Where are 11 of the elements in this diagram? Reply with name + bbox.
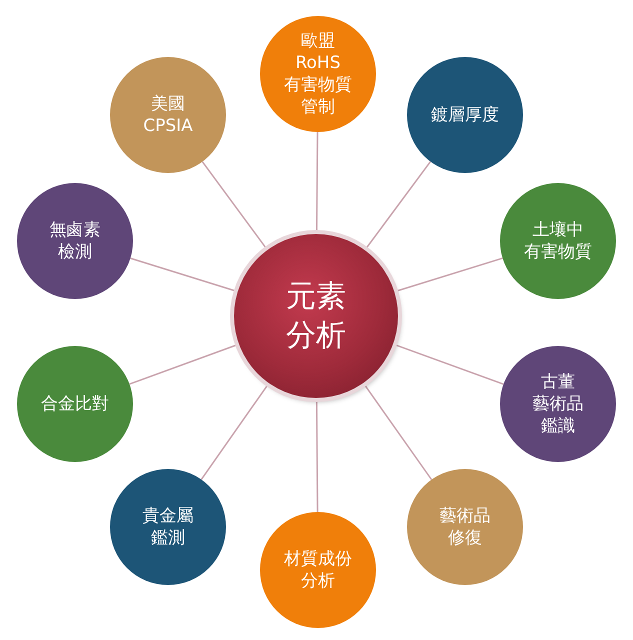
node-label: 古董藝術品鑑識 bbox=[532, 370, 584, 438]
node-label: 土壤中有害物質 bbox=[524, 218, 592, 264]
node-label: 材質成份分析 bbox=[284, 548, 352, 592]
node-label: 歐盟RoHS有害物質管制 bbox=[284, 30, 352, 118]
node-label: 元素分析 bbox=[286, 278, 346, 355]
node-label: 藝術品修復 bbox=[440, 504, 490, 550]
node-label: 無鹵素檢測 bbox=[50, 218, 100, 264]
node-label: 合金比對 bbox=[41, 392, 109, 416]
node-label: 美國CPSIA bbox=[143, 92, 193, 138]
node-label: 鍍層厚度 bbox=[431, 104, 499, 126]
node-label: 貴金屬鑑測 bbox=[142, 504, 194, 550]
